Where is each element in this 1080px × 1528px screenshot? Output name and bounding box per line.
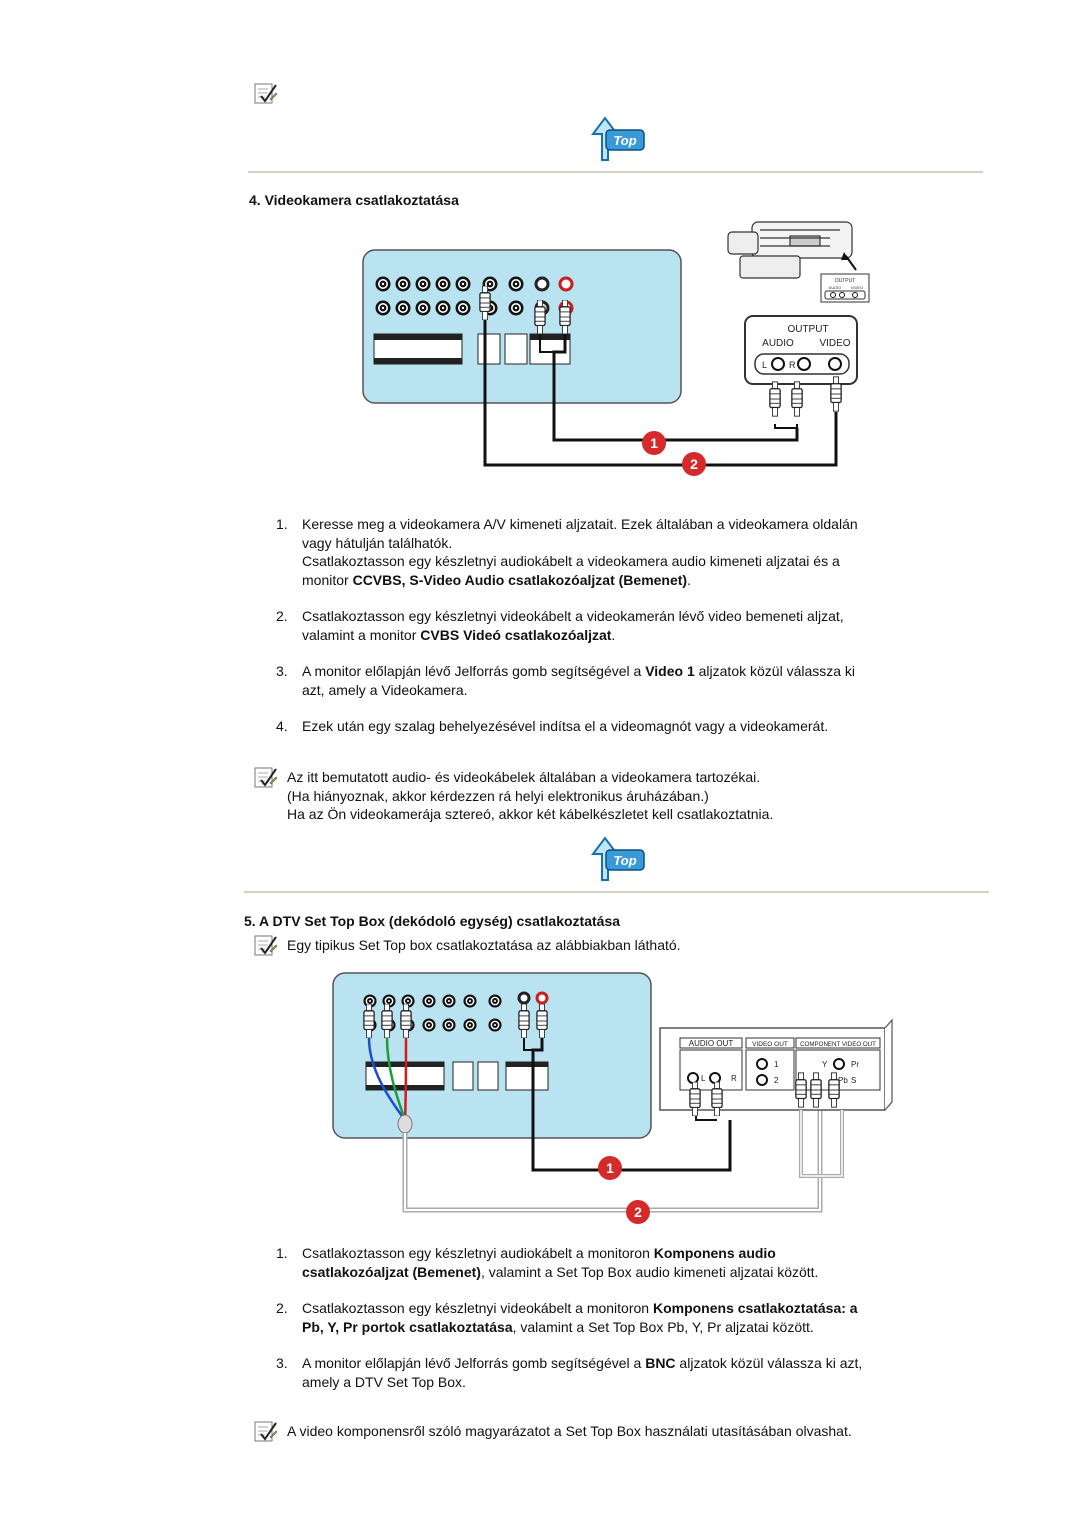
step-text: A monitor előlapján lévő Jelforrás gomb …: [302, 1355, 863, 1371]
source-name: BNC: [645, 1355, 676, 1371]
cable-2-badge: 2: [690, 456, 698, 472]
step-text: Csatlakoztasson egy készletnyi videokábe…: [302, 608, 844, 624]
cable-1-badge: 1: [650, 435, 658, 451]
note-text: Ha az Ön videokamerája sztereó, akkor ké…: [287, 806, 774, 822]
step-text: A monitor előlapján lévő Jelforrás gomb …: [302, 663, 856, 679]
list-item: 1. Csatlakoztasson egy készletnyi audiok…: [276, 1244, 982, 1281]
top-label: Top: [613, 853, 636, 868]
list-item: 2. Csatlakoztasson egy készletnyi videok…: [276, 1299, 982, 1336]
step-text: Csatlakoztasson egy készletnyi audiokábe…: [302, 553, 840, 569]
section-divider: [248, 171, 983, 173]
camcorder-connection-diagram: OUTPUT AUDIO VIDEO OUTPUT AUDIO VIDEO L …: [360, 216, 880, 491]
monitor-rear-panel: [332, 972, 652, 1139]
connector-name: Komponens audio: [653, 1245, 776, 1261]
top-arrow-icon: Top: [588, 836, 646, 882]
section4-title: 4. Videokamera csatlakoztatása: [249, 192, 459, 208]
connector-name: CVBS Videó csatlakozóaljzat: [420, 626, 612, 643]
small-output-label: OUTPUT: [835, 278, 856, 284]
section4-note: Az itt bemutatott audio- és videokábelek…: [287, 768, 987, 824]
step-number: 1.: [276, 1245, 288, 1261]
step-text: amely a DTV Set Top Box.: [302, 1373, 466, 1390]
step-text: Csatlakoztasson egy készletnyi audiokábe…: [302, 1245, 776, 1261]
note-text: Az itt bemutatott audio- és videokábelek…: [287, 769, 761, 785]
connector-name: Komponens csatlakoztatása: a: [652, 1300, 858, 1316]
step-number: 4.: [276, 718, 288, 734]
connector-name: csatlakozóaljzat (Bemenet): [302, 1263, 481, 1280]
step-number: 3.: [276, 663, 288, 679]
audio-label: AUDIO: [762, 338, 794, 349]
top-label: Top: [613, 133, 636, 148]
list-item: 2. Csatlakoztasson egy készletnyi videok…: [276, 607, 982, 644]
video-label: VIDEO: [819, 338, 850, 349]
section5-intro: Egy tipikus Set Top box csatlakoztatása …: [287, 937, 681, 953]
top-button[interactable]: Top: [588, 116, 646, 167]
settopbox-diagram-svg: AUDIO OUT VIDEO OUT COMPONENT VIDEO OUT …: [332, 972, 893, 1224]
step-number: 2.: [276, 1300, 288, 1316]
note-icon-section4: [252, 766, 278, 795]
cable-2-badge: 2: [634, 1204, 642, 1220]
note-icon-section5-bottom: [252, 1420, 278, 1449]
r-label: R: [731, 1074, 737, 1083]
note-icon-top: [252, 82, 278, 111]
section5-title: 5. A DTV Set Top Box (dekódoló egység) c…: [244, 913, 621, 929]
video-out-1-label: 1: [774, 1060, 779, 1069]
step-text: azt, amely a Videokamera.: [302, 681, 468, 698]
video-out-label: VIDEO OUT: [752, 1041, 788, 1048]
pb-label: Pb: [838, 1076, 848, 1085]
note-text: (Ha hiányoznak, akkor kérdezzen rá helyi…: [287, 787, 709, 804]
source-name: Video 1: [645, 663, 695, 679]
component-video-out-label: COMPONENT VIDEO OUT: [800, 1041, 876, 1048]
top-arrow-icon: Top: [588, 116, 646, 162]
camcorder-diagram-svg: OUTPUT AUDIO VIDEO OUTPUT AUDIO VIDEO L …: [362, 221, 870, 476]
list-item: 4. Ezek után egy szalag behelyezésével i…: [276, 717, 982, 736]
pr-label: Pr: [851, 1060, 859, 1069]
cable-1-badge: 1: [606, 1160, 614, 1176]
section5-steps: 1. Csatlakoztasson egy készletnyi audiok…: [276, 1244, 982, 1391]
list-item: 1. Keresse meg a videokamera A/V kimenet…: [276, 515, 982, 589]
camcorder-illustration: [727, 221, 853, 279]
step-text: monitor CCVBS, S-Video Audio csatlakozóa…: [302, 571, 691, 588]
step-text: Ezek után egy szalag behelyezésével indí…: [302, 718, 829, 734]
list-item: 3. A monitor előlapján lévő Jelforrás go…: [276, 662, 982, 699]
section-divider: [244, 891, 989, 893]
note-icon: [252, 934, 278, 958]
small-video-label: VIDEO: [851, 285, 863, 290]
top-button[interactable]: Top: [588, 836, 646, 887]
note-icon: [252, 1420, 278, 1444]
s-label: S: [851, 1076, 856, 1085]
step-text: vagy hátulján találhatók.: [302, 534, 453, 551]
video-out-2-label: 2: [774, 1076, 779, 1085]
l-label: L: [701, 1074, 706, 1083]
connector-name: Pb, Y, Pr portok csatlakoztatása: [302, 1318, 513, 1335]
step-text: Keresse meg a videokamera A/V kimeneti a…: [302, 516, 858, 532]
step-text: Pb, Y, Pr portok csatlakoztatása, valami…: [302, 1318, 814, 1335]
small-audio-label: AUDIO: [829, 285, 842, 290]
section4-steps: 1. Keresse meg a videokamera A/V kimenet…: [276, 515, 982, 736]
step-number: 3.: [276, 1355, 288, 1371]
step-text: Csatlakoztasson egy készletnyi videokábe…: [302, 1300, 858, 1316]
settopbox-connection-diagram: AUDIO OUT VIDEO OUT COMPONENT VIDEO OUT …: [330, 970, 900, 1235]
note-icon-section5: [252, 934, 278, 963]
audio-out-label: AUDIO OUT: [689, 1039, 734, 1048]
note-icon: [252, 82, 278, 106]
note-icon: [252, 766, 278, 790]
monitor-rear-panel: [362, 249, 682, 404]
step-text: valamint a monitor CVBS Videó csatlakozó…: [302, 626, 616, 643]
section5-note: A video komponensről szóló magyarázatot …: [287, 1423, 852, 1439]
output-label: OUTPUT: [787, 324, 828, 335]
y-label: Y: [822, 1060, 828, 1069]
step-number: 1.: [276, 516, 288, 532]
step-text: csatlakozóaljzat (Bemenet), valamint a S…: [302, 1263, 819, 1280]
l-label: L: [762, 360, 767, 370]
r-label: R: [789, 360, 796, 370]
list-item: 3. A monitor előlapján lévő Jelforrás go…: [276, 1354, 982, 1391]
connector-name: CCVBS, S-Video Audio csatlakozóaljzat (B…: [352, 571, 688, 588]
step-number: 2.: [276, 608, 288, 624]
